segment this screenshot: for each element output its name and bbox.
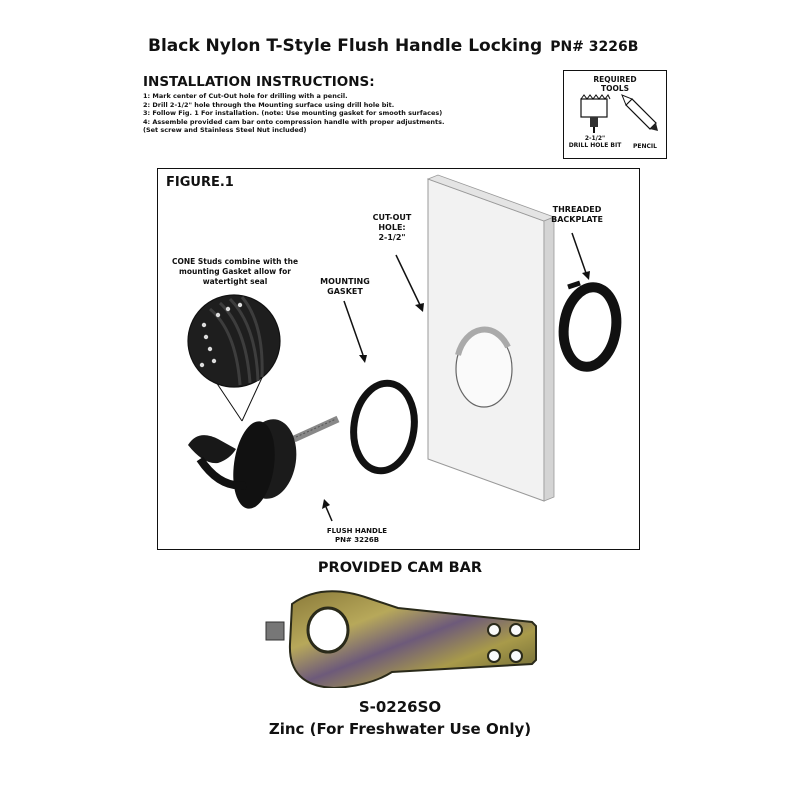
cone-studs-note: CONE Studs combine with the mounting Gas…	[170, 257, 300, 287]
product-title: Black Nylon T-Style Flush Handle Locking	[148, 36, 543, 56]
instruction-steps: 1: Mark center of Cut-Out hole for drill…	[143, 92, 444, 135]
cone-note-line: CONE Studs combine with the	[171, 257, 299, 266]
cutout-hole-label: CUT-OUT HOLE: 2-1/2"	[364, 213, 420, 243]
callout-arrows	[322, 232, 590, 522]
backplate-label-line: BACKPLATE	[551, 215, 603, 224]
cam-bar-illustration	[265, 590, 537, 688]
pencil-icon	[621, 94, 658, 131]
instructions-heading: INSTALLATION INSTRUCTIONS:	[143, 74, 375, 90]
backplate-label-line: THREADED	[552, 205, 602, 214]
cone-note-line: watertight seal	[202, 277, 268, 286]
tools-title-line: REQUIRED	[593, 75, 637, 84]
cutout-label-line: 2-1/2"	[378, 233, 406, 242]
drill-hole-bit-icon	[580, 94, 611, 133]
cam-bar-part-number: S-0226SO	[358, 698, 442, 716]
flush-handle-label: FLUSH HANDLE PN# 3226B	[318, 527, 396, 545]
figure-title: FIGURE.1	[166, 175, 234, 190]
tools-illustration	[580, 94, 658, 133]
gasket-label-line: MOUNTING	[320, 277, 370, 286]
instruction-step: 3: Follow Fig. 1 For installation. (note…	[143, 109, 443, 118]
cone-note-line: mounting Gasket allow for	[179, 267, 291, 276]
drill-bit-name: DRILL HOLE BIT	[568, 142, 622, 149]
cutout-label-line: CUT-OUT	[372, 213, 412, 222]
cutout-label-line: HOLE:	[378, 223, 406, 232]
cam-bar-heading: PROVIDED CAM BAR	[317, 560, 483, 576]
instruction-step: 2: Drill 2-1/2" hole through the Mountin…	[143, 100, 395, 109]
mounting-panel-illustration	[426, 174, 556, 502]
exploded-diagram	[187, 174, 622, 522]
handle-label-line: FLUSH HANDLE	[326, 527, 388, 535]
required-tools-box: REQUIRED TOOLS 2-1/2" DRILL HOLE BIT PEN…	[563, 70, 667, 159]
cam-bar-material-note: Zinc (For Freshwater Use Only)	[268, 720, 532, 738]
instruction-step: 4: Assemble provided cam bar onto compre…	[143, 117, 445, 126]
figure-1: FIGURE.1	[157, 168, 640, 550]
drill-bit-size: 2-1/2"	[584, 135, 606, 142]
handle-label-line: PN# 3226B	[334, 536, 380, 544]
mounting-gasket-illustration	[350, 379, 418, 475]
threaded-backplate-label: THREADED BACKPLATE	[542, 205, 612, 225]
instruction-step: (Set screw and Stainless Steel Nut inclu…	[143, 126, 307, 135]
flush-handle-illustration	[188, 415, 340, 509]
pencil-label: PENCIL	[633, 143, 657, 150]
threaded-backplate-illustration	[558, 280, 622, 372]
part-number: PN# 3226B	[550, 39, 639, 55]
required-tools-title: REQUIRED TOOLS	[564, 75, 666, 93]
instruction-step: 1: Mark center of Cut-Out hole for drill…	[143, 92, 348, 100]
page-title: Black Nylon T-Style Flush Handle Locking…	[148, 36, 638, 56]
gasket-label-line: GASKET	[327, 287, 363, 296]
mounting-gasket-label: MOUNTING GASKET	[310, 277, 380, 297]
drill-bit-label: 2-1/2" DRILL HOLE BIT	[566, 135, 624, 149]
tools-title-line: TOOLS	[600, 84, 630, 93]
cone-studs-detail	[187, 294, 281, 422]
